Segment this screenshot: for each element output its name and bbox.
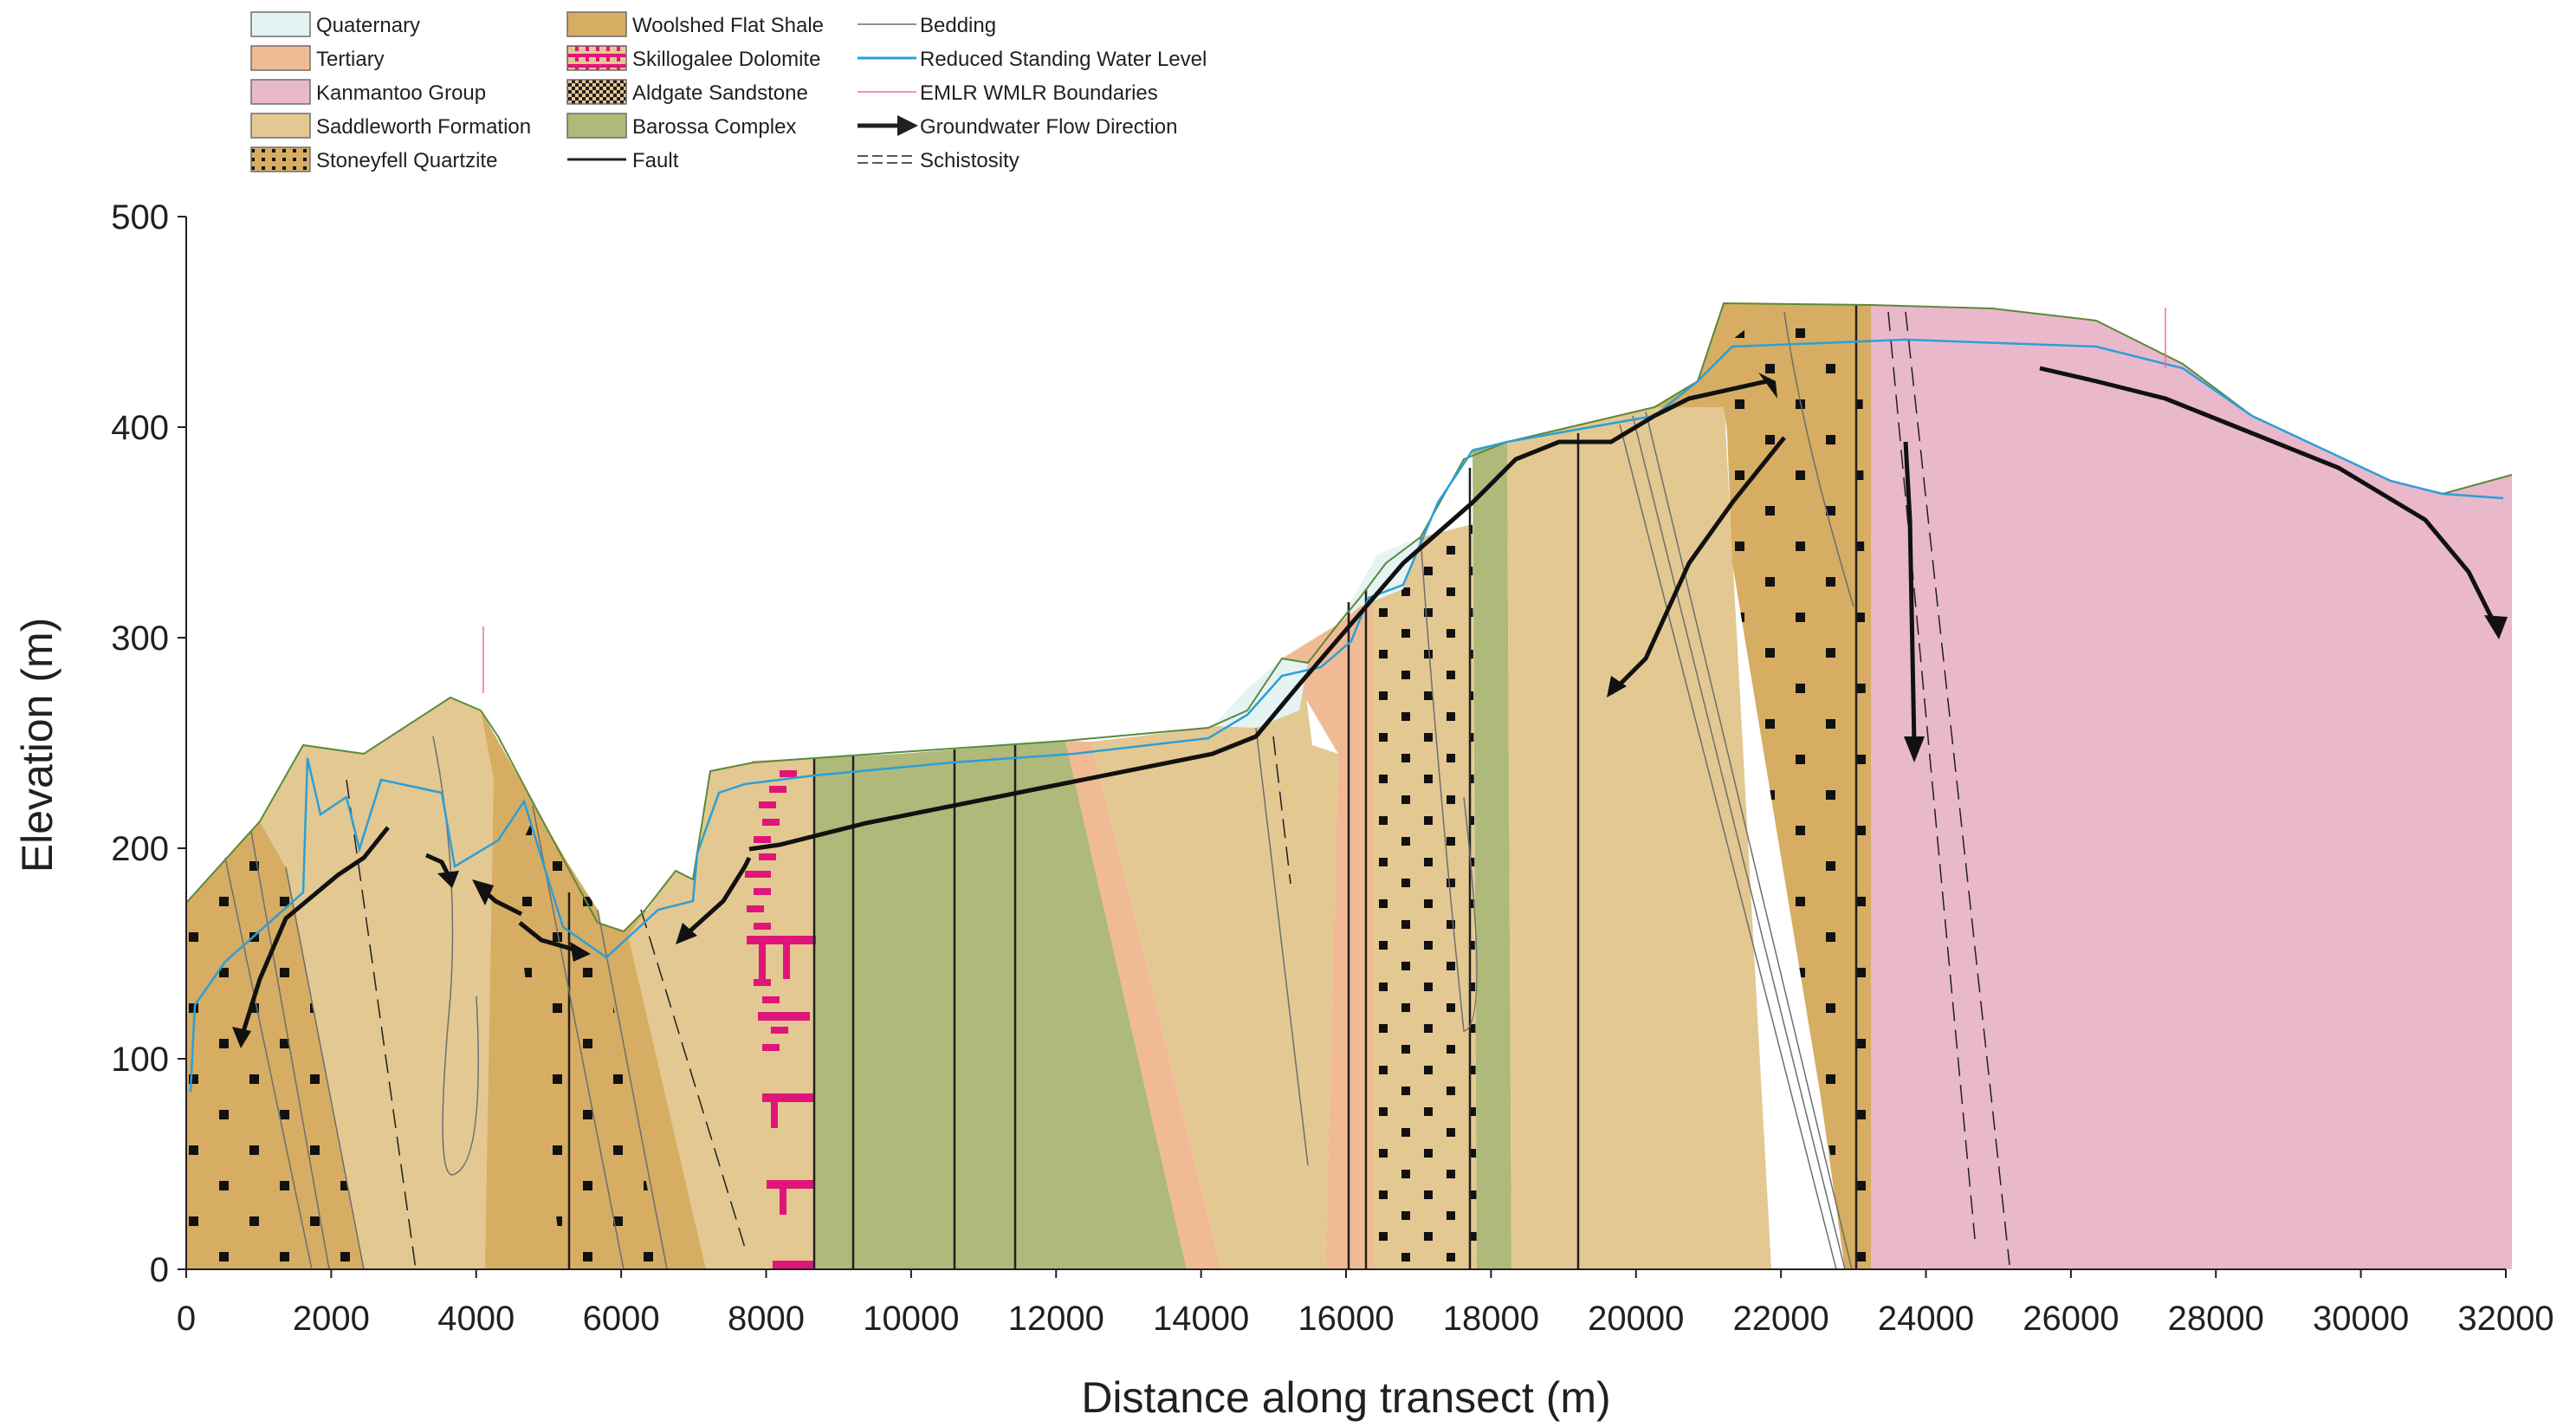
legend-item: Schistosity [858, 149, 1019, 172]
schistosity-lines [346, 311, 2010, 1270]
x-tick-label: 26000 [2023, 1300, 2119, 1338]
quaternary-east-2 [1338, 537, 1421, 624]
kanmantoo-group [1871, 305, 2512, 1269]
bedding-lines [224, 311, 1854, 1270]
legend-item: Woolshed Flat Shale [566, 11, 824, 37]
legend-item: Reduced Standing Water Level [858, 48, 1207, 71]
saddleworth-far-east [1507, 394, 1771, 1269]
x-tick-label: 8000 [728, 1300, 805, 1338]
x-tick-label: 2000 [293, 1300, 370, 1338]
groundwater-flow-arrows [238, 366, 2497, 1041]
legend-swatch [566, 45, 627, 71]
x-axis-title: Distance along transect (m) [1081, 1373, 1610, 1422]
legend-label: Skillogalee Dolomite [632, 48, 820, 71]
x-tick-label: 12000 [1008, 1300, 1104, 1338]
legend-item: Tertiary [250, 45, 385, 71]
legend-item: Quaternary [250, 11, 420, 37]
legend-item: Fault [567, 149, 679, 172]
legend-label: Saddleworth Formation [316, 115, 531, 139]
legend-label: Quaternary [316, 14, 420, 37]
legend-swatch [250, 146, 311, 172]
legend-item: Aldgate Sandstone [566, 79, 808, 105]
legend-swatch [566, 11, 627, 37]
y-axis-title: Elevation (m) [13, 618, 61, 873]
legend-label: Kanmantoo Group [316, 81, 486, 105]
woolshed-east-of-fault [598, 910, 710, 1269]
legend-item: Barossa Complex [566, 113, 796, 139]
x-tick-label: 4000 [437, 1300, 515, 1338]
tertiary-band-1 [1065, 741, 1221, 1269]
legend-label: Bedding [920, 14, 996, 37]
legend-item: Bedding [858, 14, 996, 37]
y-tick-label: 0 [150, 1251, 169, 1289]
legend-label: Reduced Standing Water Level [920, 48, 1207, 71]
stoneyfell-quartzite-far-east [1724, 308, 1871, 1269]
saddleworth-west [260, 697, 563, 1269]
y-tick-label: 400 [111, 409, 169, 447]
y-tick-label: 200 [111, 830, 169, 868]
x-tick-label: 22000 [1733, 1300, 1829, 1338]
legend-label: Aldgate Sandstone [632, 81, 808, 105]
x-tick-label: 28000 [2168, 1300, 2264, 1338]
saddleworth-east [1091, 658, 1338, 1269]
legend-swatch [566, 113, 627, 139]
legend-swatch [250, 11, 311, 37]
legend-label: Schistosity [920, 149, 1019, 172]
x-tick-label: 32000 [2457, 1300, 2553, 1338]
x-tick-label: 30000 [2313, 1300, 2409, 1338]
stoneyfell-quartzite-middle [511, 810, 663, 1269]
axes: 0 100 200 300 400 500 0 2000 4000 6000 8000 10000 1… [13, 198, 2554, 1422]
legend-swatch [250, 79, 311, 105]
x-axis-ticks: 0 2000 4000 6000 8000 10000 12000 14000 16000 180… [177, 1269, 2554, 1338]
stoneyfell-quartzite-east [1373, 524, 1477, 1269]
tertiary-band-2 [1282, 598, 1373, 1269]
legend-swatch [250, 113, 311, 139]
legend-label: Barossa Complex [632, 115, 796, 139]
x-tick-label: 16000 [1298, 1300, 1394, 1338]
x-tick-label: 0 [177, 1300, 196, 1338]
legend-item: Stoneyfell Quartzite [250, 146, 497, 172]
x-tick-label: 6000 [583, 1300, 660, 1338]
legend-item: Kanmantoo Group [250, 79, 486, 105]
faults [567, 305, 1858, 1269]
legend-swatch [566, 79, 627, 105]
legend-item: Groundwater Flow Direction [858, 115, 1177, 139]
water-level-line [189, 338, 2504, 1093]
legend-swatch [250, 45, 311, 71]
x-tick-label: 20000 [1588, 1300, 1684, 1338]
legend-label: Stoneyfell Quartzite [316, 149, 497, 172]
dolomite-pattern [745, 770, 816, 1269]
stoneyfell-quartzite-west [186, 821, 368, 1269]
legend-arrowhead [897, 115, 918, 136]
arrowheads [232, 373, 2508, 1048]
barossa-complex-east [1472, 442, 1511, 1269]
legend-item: EMLR WMLR Boundaries [858, 81, 1158, 105]
x-tick-label: 18000 [1443, 1300, 1539, 1338]
legend-label: Groundwater Flow Direction [920, 115, 1177, 139]
legend-label: Fault [632, 149, 679, 172]
y-axis-ticks: 0 100 200 300 400 500 [111, 198, 186, 1289]
y-tick-label: 300 [111, 619, 169, 658]
legend-item: Skillogalee Dolomite [566, 45, 820, 71]
x-tick-label: 10000 [863, 1300, 959, 1338]
x-tick-label: 24000 [1878, 1300, 1974, 1338]
legend-label: Tertiary [316, 48, 385, 71]
y-tick-label: 100 [111, 1041, 169, 1079]
barossa-complex [814, 741, 1187, 1269]
ground-surface [185, 302, 2513, 933]
y-tick-label: 500 [111, 198, 169, 237]
x-tick-label: 14000 [1153, 1300, 1249, 1338]
legend-item: Saddleworth Formation [250, 113, 531, 139]
legend-label: Woolshed Flat Shale [632, 14, 824, 37]
legend-label: EMLR WMLR Boundaries [920, 81, 1158, 105]
geological-section [185, 302, 2513, 1270]
